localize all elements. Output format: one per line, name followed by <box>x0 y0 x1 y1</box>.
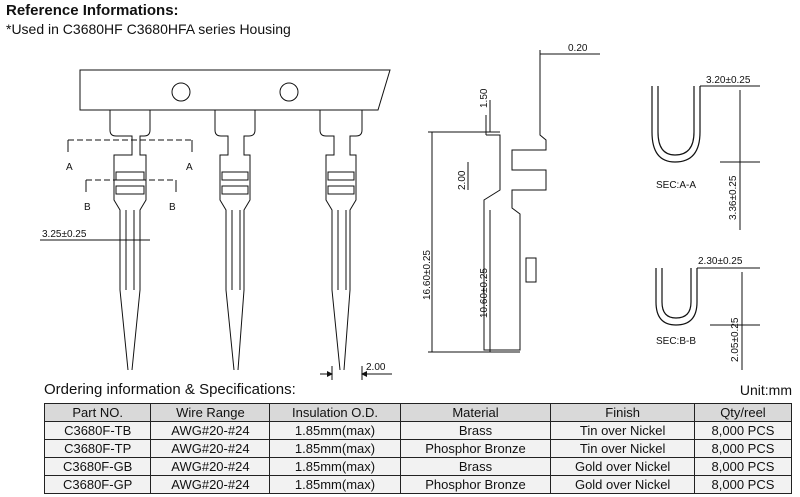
col-header-part-no: Part NO. <box>43 403 152 422</box>
sec-a-width: 3.20±0.25 <box>706 75 751 86</box>
ordering-title: Ordering information & Specifications: <box>44 381 296 398</box>
sec-b-width: 2.30±0.25 <box>698 256 743 267</box>
section-b-view <box>655 267 760 370</box>
table-row: C3680F-GP AWG#20-#24 1.85mm(max) Phospho… <box>43 475 793 494</box>
unit-label: Unit:mm <box>739 382 792 398</box>
sec-b-height: 2.05±0.25 <box>730 317 741 362</box>
dim-pitch: 2.00 <box>366 362 386 373</box>
table-row: C3680F-TP AWG#20-#24 1.85mm(max) Phospho… <box>43 439 793 458</box>
col-header-insulation: Insulation O.D. <box>269 403 401 422</box>
cell-material: Phosphor Bronze <box>399 439 552 458</box>
table-row: C3680F-GB AWG#20-#24 1.85mm(max) Brass G… <box>43 457 793 476</box>
dim-lower-length: 10.60±0.25 <box>479 268 490 318</box>
cell-qty: 8,000 PCS <box>693 457 793 476</box>
cell-qty: 8,000 PCS <box>693 439 793 458</box>
section-b-right-label: B <box>169 202 176 213</box>
cell-finish: Tin over Nickel <box>550 439 695 458</box>
table-header-row: Part NO. Wire Range Insulation O.D. Mate… <box>43 403 793 422</box>
dim-upper: 1.50 <box>479 88 490 108</box>
cell-material: Brass <box>399 421 552 440</box>
technical-drawing: A A B B 3.25±0.25 2.00 0.20 16.60±0.25 1… <box>40 43 760 380</box>
spec-table: Part NO. Wire Range Insulation O.D. Mate… <box>43 403 793 494</box>
page-subtitle: *Used in C3680HF C3680HFA series Housing <box>6 21 291 37</box>
col-header-qty: Qty/reel <box>693 403 793 422</box>
cell-finish: Tin over Nickel <box>550 421 695 440</box>
front-view <box>40 69 392 380</box>
cell-wire-range: AWG#20-#24 <box>150 457 271 476</box>
cell-qty: 8,000 PCS <box>693 421 793 440</box>
cell-qty: 8,000 PCS <box>693 475 793 494</box>
cell-part-no: C3680F-TP <box>43 439 152 458</box>
cell-insulation: 1.85mm(max) <box>269 475 401 494</box>
terminal-3 <box>319 110 363 371</box>
carrier-strip <box>79 69 391 111</box>
section-a-right-label: A <box>186 162 193 173</box>
pilot-hole-2 <box>279 82 299 102</box>
side-view <box>428 50 600 353</box>
sec-a-height: 3.36±0.25 <box>728 175 739 220</box>
terminal-2 <box>214 110 256 371</box>
cell-part-no: C3680F-GB <box>43 457 152 476</box>
dim-thickness: 0.20 <box>568 43 588 54</box>
page-title: Reference Informations: <box>6 2 179 19</box>
terminal-1 <box>109 110 151 371</box>
col-header-material: Material <box>399 403 552 422</box>
dim-total-length: 16.60±0.25 <box>422 250 433 300</box>
dim-mid: 2.00 <box>457 170 468 190</box>
cell-material: Brass <box>399 457 552 476</box>
section-b-left-label: B <box>84 202 91 213</box>
section-lines <box>68 139 192 181</box>
cell-finish: Gold over Nickel <box>550 475 695 494</box>
col-header-wire-range: Wire Range <box>150 403 271 422</box>
dim-pitch-width: 3.25±0.25 <box>42 229 87 240</box>
pilot-hole-1 <box>171 82 191 102</box>
cell-wire-range: AWG#20-#24 <box>150 439 271 458</box>
sec-b-label: SEC:B-B <box>656 336 696 347</box>
cell-finish: Gold over Nickel <box>550 457 695 476</box>
section-a-left-label: A <box>66 162 73 173</box>
section-a-view <box>651 85 760 230</box>
cell-insulation: 1.85mm(max) <box>269 439 401 458</box>
cell-wire-range: AWG#20-#24 <box>150 475 271 494</box>
col-header-finish: Finish <box>550 403 695 422</box>
cell-material: Phosphor Bronze <box>399 475 552 494</box>
cell-insulation: 1.85mm(max) <box>269 457 401 476</box>
cell-insulation: 1.85mm(max) <box>269 421 401 440</box>
cell-wire-range: AWG#20-#24 <box>150 421 271 440</box>
cell-part-no: C3680F-GP <box>43 475 152 494</box>
sec-a-label: SEC:A-A <box>656 180 696 191</box>
table-row: C3680F-TB AWG#20-#24 1.85mm(max) Brass T… <box>43 421 793 440</box>
cell-part-no: C3680F-TB <box>43 421 152 440</box>
